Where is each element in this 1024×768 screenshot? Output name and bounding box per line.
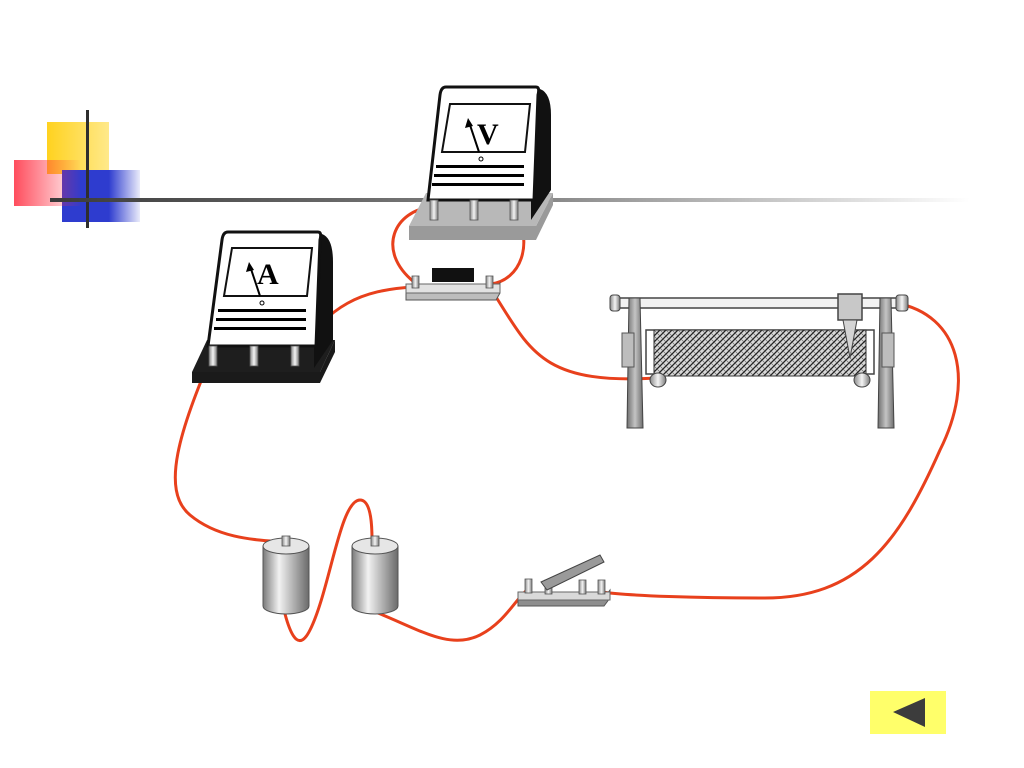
switch-post <box>578 579 587 595</box>
rheostat-slider-contact <box>842 319 858 359</box>
voltmeter-icon: V <box>465 118 499 162</box>
rheostat-cap-left <box>621 332 635 368</box>
rheostat-cap-right <box>881 332 895 368</box>
rheostat-rail-end <box>609 294 621 312</box>
wire-resistor-to-rheostat <box>489 287 659 381</box>
cell-body <box>262 545 310 615</box>
cell-terminal <box>281 535 291 547</box>
deco-vertical-line <box>86 110 89 228</box>
resistor-body <box>432 268 474 282</box>
cell-terminal <box>370 535 380 547</box>
cell-body <box>351 545 399 615</box>
voltmeter-terminal <box>509 199 519 221</box>
ammeter-dial <box>222 247 314 297</box>
ammeter-needle-tip <box>246 262 254 272</box>
rheostat-terminal-right <box>853 372 871 388</box>
switch-post <box>597 579 606 595</box>
knife-switch <box>517 554 611 607</box>
switch-blade <box>540 554 605 591</box>
wire-cell-to-switch <box>376 588 529 642</box>
voltmeter-needle-tip <box>465 118 473 128</box>
rheostat-leg-left <box>626 297 644 429</box>
voltmeter-pivot <box>478 156 484 162</box>
resistor-terminal <box>411 275 420 289</box>
voltmeter-body-back <box>450 89 551 220</box>
switch-post <box>524 578 533 594</box>
battery-cell <box>262 535 310 615</box>
ammeter-terminal <box>249 345 259 367</box>
ammeter-needle <box>249 265 261 297</box>
rheostat-rail-end <box>895 294 909 312</box>
voltmeter-symbol: V <box>477 118 499 151</box>
voltmeter-base-side <box>409 193 553 240</box>
switch-base-top <box>517 591 611 601</box>
back-button[interactable] <box>870 691 946 734</box>
voltmeter-terminal <box>429 199 439 221</box>
wire-ammeter-to-cell <box>173 350 287 544</box>
voltmeter-scale-line <box>432 183 524 186</box>
voltmeter: V <box>409 85 553 240</box>
resistor-terminal <box>485 275 494 289</box>
ammeter-pivot <box>259 300 265 306</box>
voltmeter-scale-line <box>434 174 524 177</box>
ammeter-icon: A <box>246 258 279 306</box>
resistor-base-top <box>405 283 501 294</box>
voltmeter-terminal <box>469 199 479 221</box>
wire-rheostat-to-switch <box>600 301 960 600</box>
voltmeter-dial <box>440 103 532 153</box>
resistor <box>405 268 501 301</box>
ammeter-base-side <box>192 340 335 383</box>
ammeter-symbol: A <box>257 258 279 291</box>
wires <box>173 205 960 643</box>
rheostat-coil <box>653 329 867 377</box>
rheostat-slider <box>837 293 863 321</box>
ammeter-scale-line <box>218 309 306 312</box>
ammeter-scale-line <box>216 318 306 321</box>
triangle-left-icon[interactable] <box>893 698 925 727</box>
rheostat <box>609 293 909 429</box>
voltmeter-needle <box>468 121 480 153</box>
ammeter-scale-line <box>214 327 306 330</box>
ammeter: A <box>192 230 335 383</box>
ammeter-terminal <box>290 345 300 367</box>
ammeter-body-back <box>230 234 333 368</box>
battery-cell <box>351 535 399 615</box>
rheostat-terminal-left <box>649 372 667 388</box>
voltmeter-scale-line <box>436 165 524 168</box>
ammeter-terminal <box>208 345 218 367</box>
wire-cell-to-cell <box>283 498 374 643</box>
